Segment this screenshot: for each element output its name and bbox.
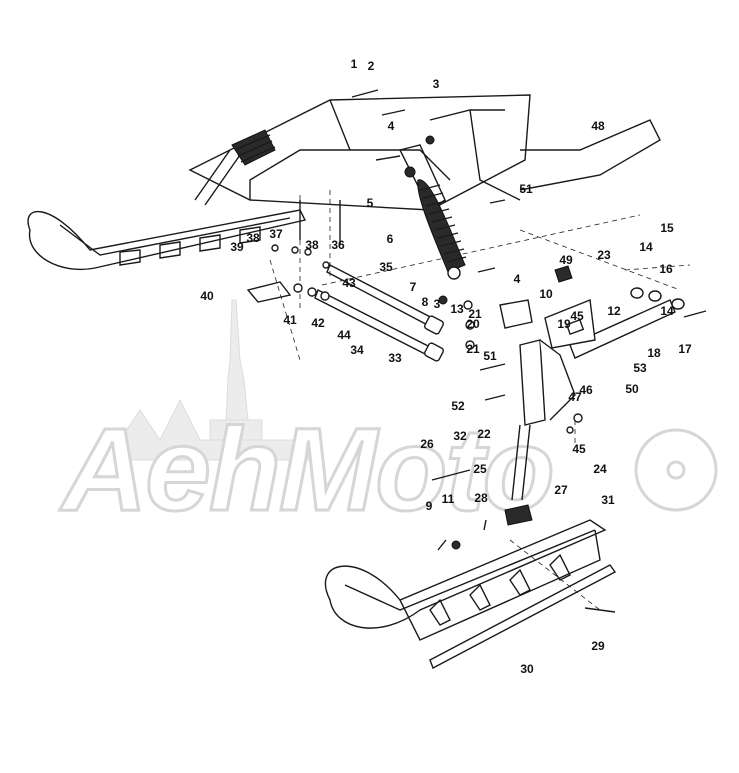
callout-37: 37 xyxy=(269,227,283,241)
callout-10: 10 xyxy=(539,287,553,301)
callout-51: 51 xyxy=(519,182,533,196)
callout-21: 21 xyxy=(466,342,480,356)
callout-51: 51 xyxy=(483,349,497,363)
callout-44: 44 xyxy=(337,328,351,342)
callout-38: 38 xyxy=(305,238,319,252)
front-ski xyxy=(324,519,617,669)
callout-15: 15 xyxy=(660,221,674,235)
callout-26: 26 xyxy=(420,437,434,451)
callout-25: 25 xyxy=(473,462,487,476)
callout-11: 11 xyxy=(442,492,455,506)
chassis-frame xyxy=(188,94,661,245)
callout-41: 41 xyxy=(283,313,297,327)
callout-29: 29 xyxy=(591,639,605,653)
callout-36: 36 xyxy=(331,238,345,252)
callout-19: 19 xyxy=(557,317,571,331)
callout-1: 1 xyxy=(351,57,358,71)
radius-rods xyxy=(246,264,444,362)
left-ski xyxy=(27,209,307,270)
callout-35: 35 xyxy=(379,260,393,274)
callout-3: 3 xyxy=(434,297,441,311)
callout-21: 21 xyxy=(468,307,482,321)
watermark: AehMoto xyxy=(58,299,718,538)
callout-33: 33 xyxy=(388,351,402,365)
callout-28: 28 xyxy=(474,491,488,505)
watermark-buildings xyxy=(119,398,321,461)
callout-39: 39 xyxy=(230,240,244,254)
callout-20: 20 xyxy=(466,317,480,331)
callout-31: 31 xyxy=(601,493,615,507)
callout-34: 34 xyxy=(350,343,364,357)
callout-7: 7 xyxy=(410,280,417,294)
callout-23: 23 xyxy=(597,248,611,262)
callout-45: 45 xyxy=(572,442,586,456)
callout-6: 6 xyxy=(387,232,394,246)
callout-30: 30 xyxy=(520,662,534,676)
callout-18: 18 xyxy=(647,346,661,360)
callout-16: 16 xyxy=(659,262,673,276)
callout-4: 4 xyxy=(514,272,521,286)
watermark-text: AehMoto xyxy=(59,404,553,536)
tie-rod-hardware xyxy=(554,265,707,318)
callout-14: 14 xyxy=(660,304,674,318)
coil-shock xyxy=(398,144,467,280)
callout-3: 3 xyxy=(433,77,440,91)
callout-42: 42 xyxy=(311,316,325,330)
callout-14: 14 xyxy=(639,240,653,254)
callout-47: 47 xyxy=(568,390,582,404)
watermark-hub xyxy=(666,460,686,480)
fasteners xyxy=(271,89,616,613)
callout-13: 13 xyxy=(450,302,464,316)
alignment-lines xyxy=(269,190,691,611)
callout-32: 32 xyxy=(453,429,467,443)
callout-27: 27 xyxy=(554,483,568,497)
callout-12: 12 xyxy=(607,304,621,318)
callout-40: 40 xyxy=(200,289,214,303)
callout-8: 8 xyxy=(422,295,429,309)
callout-5: 5 xyxy=(367,196,374,210)
callout-4: 4 xyxy=(388,119,395,133)
callout-9: 9 xyxy=(426,499,433,513)
callout-53: 53 xyxy=(633,361,647,375)
callout-38: 38 xyxy=(246,231,260,245)
callout-24: 24 xyxy=(593,462,607,476)
watermark-wheel xyxy=(634,428,718,512)
callout-43: 43 xyxy=(342,276,356,290)
left-shock xyxy=(194,129,276,206)
callout-45: 45 xyxy=(570,309,584,323)
spindle-assembly xyxy=(499,299,676,526)
callout-22: 22 xyxy=(477,427,491,441)
callout-49: 49 xyxy=(559,253,573,267)
callout-2: 2 xyxy=(368,59,375,73)
callout-46: 46 xyxy=(579,383,593,397)
callout-17: 17 xyxy=(678,342,692,356)
callout-50: 50 xyxy=(625,382,639,396)
callout-48: 48 xyxy=(591,119,605,133)
callout-52: 52 xyxy=(451,399,465,413)
